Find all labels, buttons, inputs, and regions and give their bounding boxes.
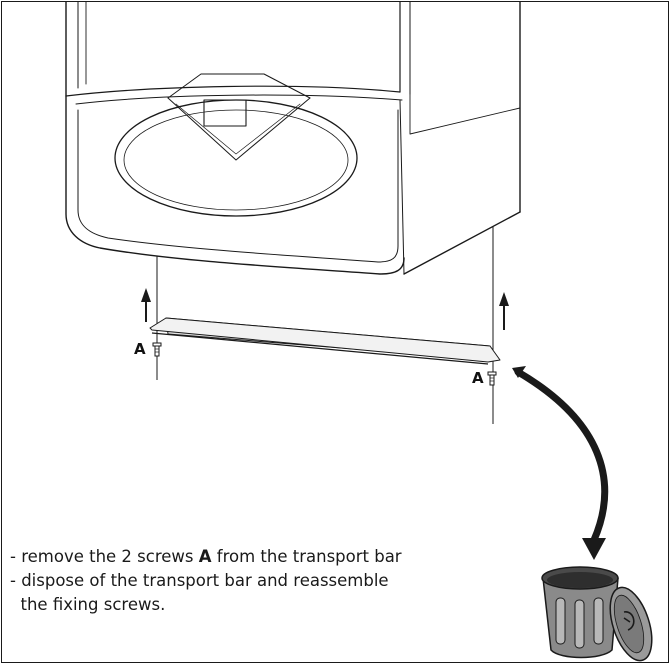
screw-right-icon	[487, 371, 497, 386]
curved-arrow-icon	[512, 366, 609, 560]
instruction-line-3: the fixing screws.	[10, 595, 166, 614]
instruction-line-1-prefix: - remove the 2 screws	[10, 547, 199, 566]
screw-left-icon	[152, 342, 162, 357]
guide-lines	[156, 226, 494, 424]
instruction-screw-label: A	[198, 547, 212, 566]
screw-label-left: A	[134, 340, 146, 358]
transport-bar	[149, 317, 501, 365]
up-arrow-right-icon	[499, 292, 509, 330]
boiler-unit	[65, 1, 521, 275]
instruction-line-1: - remove the 2 screws A from the transpo…	[10, 545, 530, 569]
instruction-line-2: - dispose of the transport bar and reass…	[10, 571, 389, 590]
screw-label-right: A	[472, 369, 484, 387]
up-arrow-left-icon	[141, 288, 151, 322]
instruction-line-1-suffix: from the transport bar	[211, 547, 402, 566]
trash-bin-icon	[541, 566, 653, 662]
instructions-text: - remove the 2 screws A from the transpo…	[10, 545, 530, 617]
